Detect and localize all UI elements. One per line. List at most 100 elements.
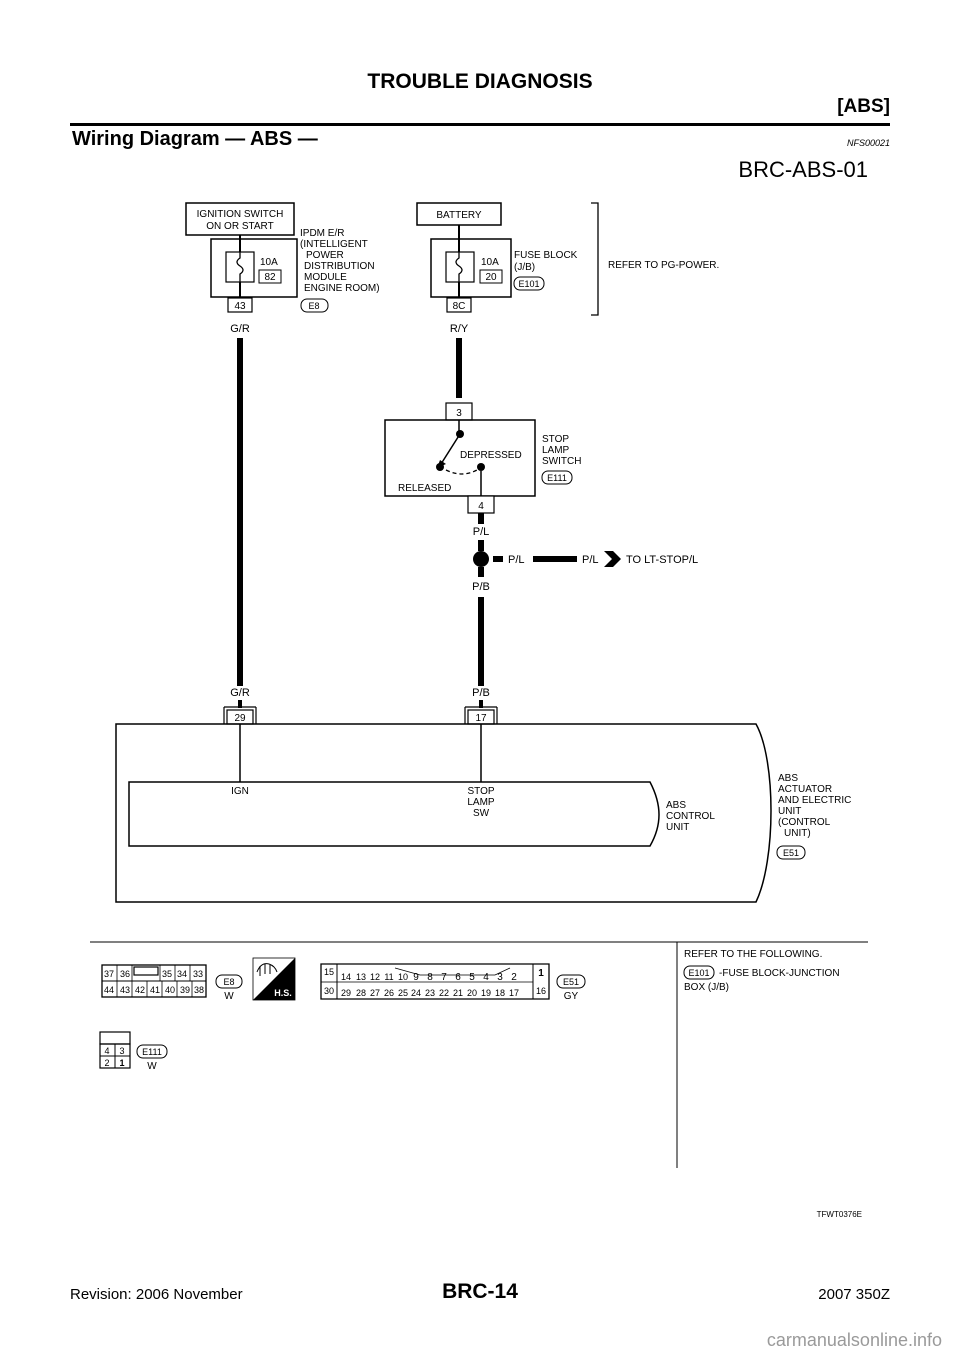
svg-text:E51: E51: [563, 977, 579, 987]
svg-text:W: W: [224, 991, 234, 1002]
svg-text:30: 30: [324, 986, 334, 996]
abs-control-label-1: ABS: [666, 800, 686, 811]
abs-input-stop-2: LAMP: [467, 797, 495, 808]
svg-text:IPDM E/R: IPDM E/R: [300, 228, 344, 239]
connector-e51-face: 15 30 14 13 12 11 10 9 8 7 6 5 4 3 2 1 2…: [320, 963, 550, 1000]
fuse-symbol-icon: [236, 252, 244, 282]
svg-text:12: 12: [370, 972, 380, 982]
stop-lamp-terminal-in: 3: [456, 408, 462, 419]
wire-label-gr-bottom: G/R: [230, 687, 250, 699]
svg-text:33: 33: [193, 969, 203, 979]
abs-connector-id: E51: [776, 845, 806, 860]
ipdm-fuse-amps: 10A: [260, 257, 278, 268]
abs-actuator-box: [115, 723, 772, 903]
wire-label-pb-bottom: P/B: [472, 687, 490, 699]
wire-label-pl-branch: P/L: [508, 554, 525, 566]
svg-text:E8: E8: [223, 977, 234, 987]
svg-text:2: 2: [511, 972, 517, 983]
svg-text:43: 43: [120, 985, 130, 995]
svg-text:11: 11: [384, 972, 393, 982]
fuse-block-number: 20: [485, 272, 497, 283]
svg-text:GY: GY: [564, 991, 579, 1002]
svg-text:28: 28: [356, 988, 366, 998]
svg-text:(INTELLIGENT: (INTELLIGENT: [300, 239, 368, 250]
footer-revision: Revision: 2006 November: [70, 1286, 243, 1303]
refer-connector-id: E101: [683, 965, 715, 980]
harness-side-icon: H.S.: [252, 957, 296, 1001]
svg-text:20: 20: [467, 988, 477, 998]
ignition-switch-box: IGNITION SWITCH ON OR START: [185, 202, 295, 236]
fuse-block-terminal: 8C: [453, 301, 466, 312]
svg-text:MODULE: MODULE: [304, 272, 347, 283]
connector-e8-id: E8 W: [215, 974, 243, 1002]
svg-text:6: 6: [455, 972, 461, 983]
abs-control-label-3: UNIT: [666, 822, 689, 833]
svg-text:2: 2: [104, 1058, 109, 1068]
svg-text:DISTRIBUTION: DISTRIBUTION: [304, 261, 375, 272]
svg-text:21: 21: [453, 988, 463, 998]
abs-actuator-label-6: UNIT): [784, 828, 811, 839]
switch-lever-icon: [440, 433, 461, 465]
abs-terminal-17: 17: [464, 706, 498, 725]
wire-label-pl: P/L: [473, 526, 490, 538]
battery-label: BATTERY: [436, 210, 482, 221]
svg-text:POWER: POWER: [306, 250, 344, 261]
svg-text:44: 44: [104, 985, 114, 995]
section-title: Wiring Diagram — ABS —: [72, 128, 318, 150]
svg-text:E101: E101: [518, 279, 539, 289]
ipdm-label: IPDM E/R (INTELLIGENT POWER DISTRIBUTION…: [300, 228, 380, 294]
watermark-link[interactable]: carmanualsonline.info: [766, 1330, 942, 1350]
splice-point-icon: [473, 551, 489, 567]
svg-text:E51: E51: [783, 848, 799, 858]
svg-text:17: 17: [509, 988, 519, 998]
stop-lamp-label-1: STOP: [542, 434, 569, 445]
svg-text:13: 13: [356, 972, 366, 982]
svg-text:1: 1: [538, 968, 544, 979]
arrow-right-icon: [604, 551, 621, 567]
svg-text:14: 14: [341, 972, 351, 982]
abs-actuator-label-4: UNIT: [778, 806, 801, 817]
svg-text:35: 35: [162, 969, 172, 979]
svg-text:26: 26: [384, 988, 394, 998]
svg-text:23: 23: [425, 988, 435, 998]
svg-text:3: 3: [119, 1046, 124, 1056]
svg-text:22: 22: [439, 988, 449, 998]
wire-label-pb: P/B: [472, 581, 490, 593]
to-stop-lamp: TO LT-STOP/L: [626, 554, 698, 566]
stop-lamp-label-3: SWITCH: [542, 456, 581, 467]
refer-title: REFER TO THE FOLLOWING.: [684, 949, 822, 960]
stop-lamp-label-2: LAMP: [542, 445, 570, 456]
svg-text:10: 10: [398, 972, 408, 982]
fuse-block-connector-id: E101: [513, 276, 545, 291]
svg-text:17: 17: [475, 713, 487, 724]
power-bracket: [591, 202, 599, 316]
fuse-block-box: 10A 20 8C: [430, 238, 512, 313]
fuse-block-label-1: FUSE BLOCK: [514, 250, 578, 261]
abs-control-label-2: CONTROL: [666, 811, 715, 822]
svg-text:38: 38: [194, 985, 204, 995]
abs-control-unit-box: [128, 781, 660, 847]
svg-text:7: 7: [441, 972, 447, 983]
section-code: NFS00021: [846, 138, 890, 148]
svg-text:1: 1: [119, 1058, 124, 1068]
ipdm-connector-id: E8: [300, 298, 329, 313]
abs-terminal-29: 29: [223, 706, 257, 725]
svg-text:E101: E101: [688, 968, 709, 978]
svg-text:H.S.: H.S.: [274, 988, 292, 998]
svg-text:19: 19: [481, 988, 491, 998]
svg-text:25: 25: [398, 988, 408, 998]
wire-label-pl-branch-2: P/L: [582, 554, 599, 566]
ipdm-fuse-number: 82: [264, 272, 276, 283]
connector-e111-face: 4 3 2 1: [99, 1031, 131, 1069]
fuse-block-label-2: (J/B): [514, 262, 535, 273]
wire-label-gr-top: G/R: [230, 323, 250, 335]
svg-text:9: 9: [413, 972, 419, 983]
ignition-switch-label-1: IGNITION SWITCH: [197, 209, 284, 220]
svg-text:36: 36: [120, 969, 130, 979]
stop-lamp-connector-id: E111: [541, 470, 573, 485]
section-tag: [ABS]: [837, 96, 890, 117]
svg-text:4: 4: [483, 972, 489, 983]
page-header-title: TROUBLE DIAGNOSIS: [367, 70, 593, 93]
connector-e51-id: E51 GY: [556, 974, 586, 1002]
svg-text:ENGINE ROOM): ENGINE ROOM): [304, 283, 380, 294]
